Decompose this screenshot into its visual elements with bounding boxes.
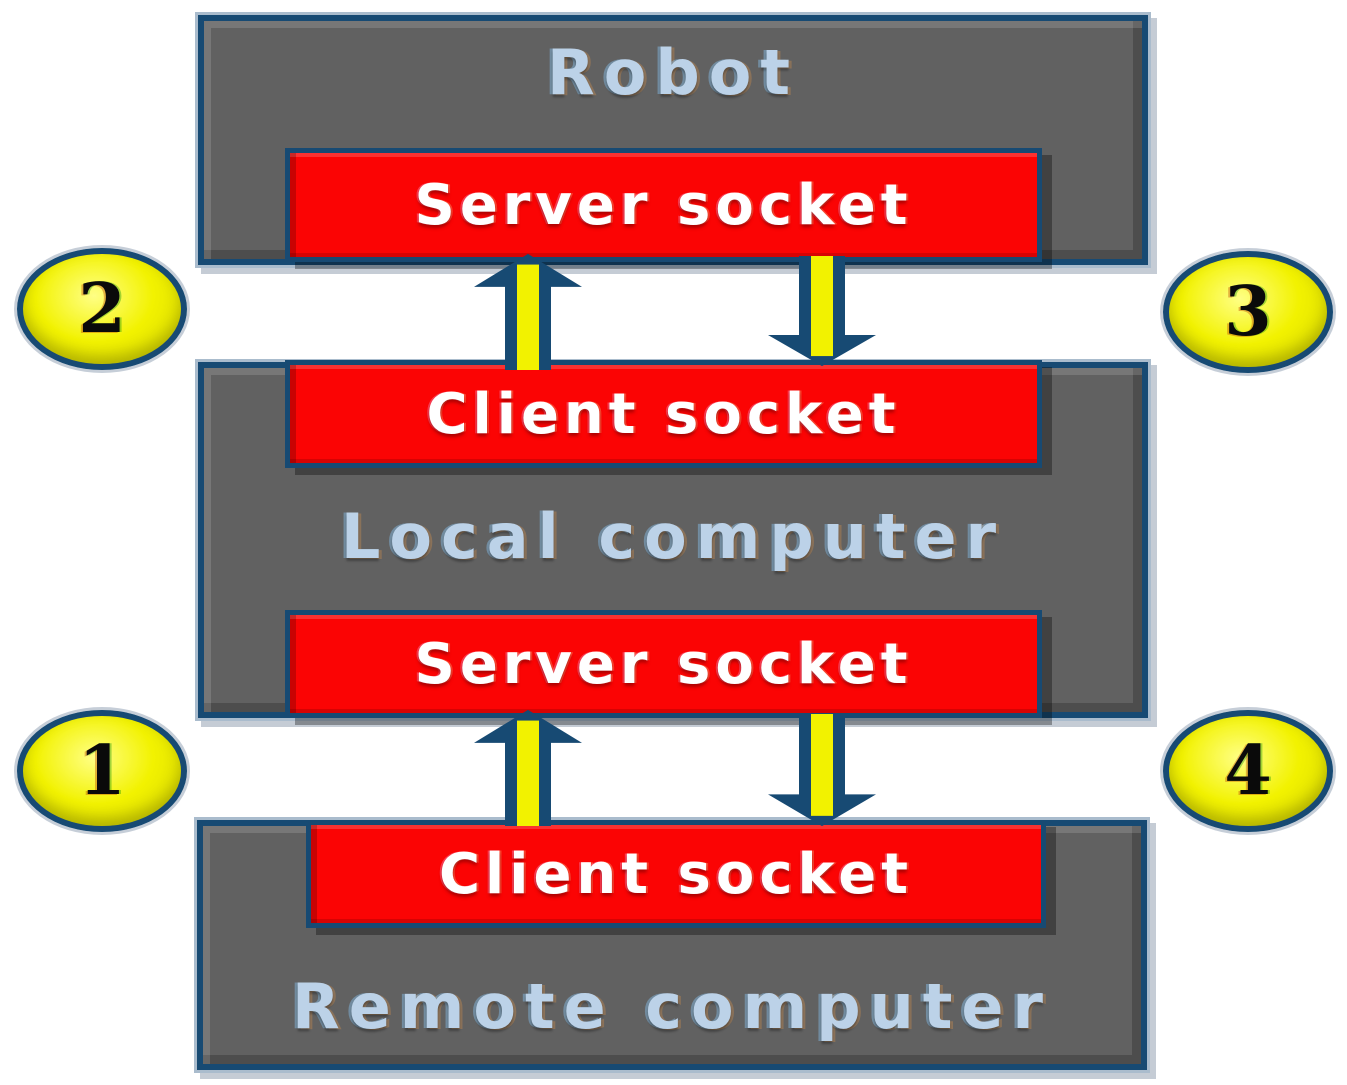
remote-client-socket-label: Client socket bbox=[438, 841, 914, 907]
local-server-socket-label: Server socket bbox=[414, 631, 913, 697]
local-client-socket-box: Client socket bbox=[285, 360, 1042, 468]
remote-computer-title: Remote computer bbox=[292, 970, 1052, 1043]
arrow-robot-to-local-down-icon bbox=[764, 256, 880, 368]
step-badge-3-number: 3 bbox=[1224, 272, 1272, 352]
step-badge-4: 4 bbox=[1163, 710, 1333, 832]
arrow-remote-to-local-up-icon bbox=[470, 708, 586, 826]
robot-server-socket-label: Server socket bbox=[414, 172, 913, 238]
robot-title: Robot bbox=[547, 36, 799, 109]
arrow-local-to-robot-up-icon bbox=[470, 252, 586, 370]
arrow-local-to-remote-down-icon bbox=[764, 714, 880, 828]
step-badge-2: 2 bbox=[17, 248, 187, 370]
step-badge-3: 3 bbox=[1163, 251, 1333, 373]
local-server-socket-box: Server socket bbox=[285, 610, 1042, 718]
local-computer-title: Local computer bbox=[340, 500, 1006, 573]
step-badge-1: 1 bbox=[17, 710, 187, 832]
step-badge-1-number: 1 bbox=[78, 731, 126, 811]
robot-server-socket-box: Server socket bbox=[285, 148, 1042, 262]
step-badge-2-number: 2 bbox=[78, 269, 126, 349]
remote-client-socket-box: Client socket bbox=[306, 820, 1046, 928]
local-client-socket-label: Client socket bbox=[426, 381, 901, 447]
step-badge-4-number: 4 bbox=[1224, 731, 1272, 811]
